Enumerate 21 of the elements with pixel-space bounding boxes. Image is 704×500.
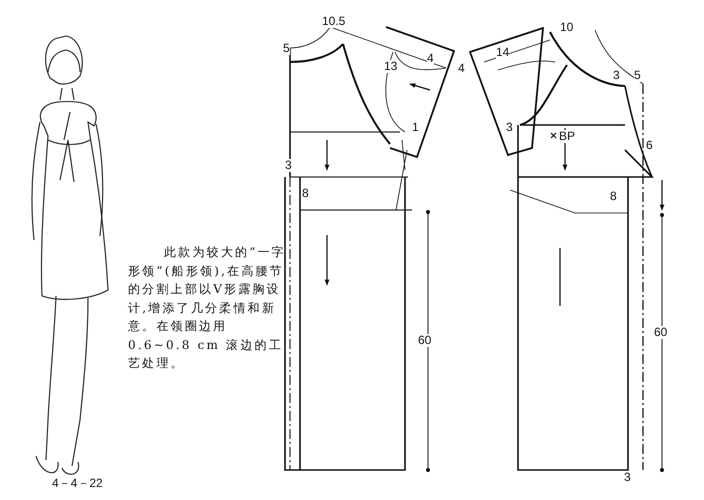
measurement-label: 10.5 (322, 15, 346, 28)
measurement-label: 3 (624, 471, 631, 484)
measurement-label: 4 (427, 52, 434, 65)
measurement-label: 60 (418, 334, 432, 347)
measurement-label: 8 (610, 190, 617, 203)
measurement-label: 10 (560, 21, 574, 34)
measurement-label: 1 (412, 121, 419, 134)
measurement-label: 60 (654, 326, 668, 339)
point-label: BP (559, 130, 576, 143)
measurement-label: 13 (384, 60, 398, 73)
measurement-label: 3 (285, 159, 292, 172)
measurement-label: 3 (613, 69, 620, 82)
measurement-label: 5 (283, 42, 290, 55)
measurement-label: 3 (506, 121, 513, 134)
measurement-label: 6 (646, 139, 653, 152)
measurement-label: 5 (634, 69, 641, 82)
measurement-label: 4 (458, 62, 465, 75)
description-text: 此款为较大的“一字形领”(船形领),在高腰节的分割上部以V形露胸设计,增添了几分柔情和新意。在领圈边用0.6~0.8 cm 滚边的工艺处理。 (128, 244, 286, 372)
measurement-label: 14 (496, 46, 510, 59)
figure-number: 4－4－22 (52, 477, 103, 490)
measurement-label: 8 (302, 187, 309, 200)
